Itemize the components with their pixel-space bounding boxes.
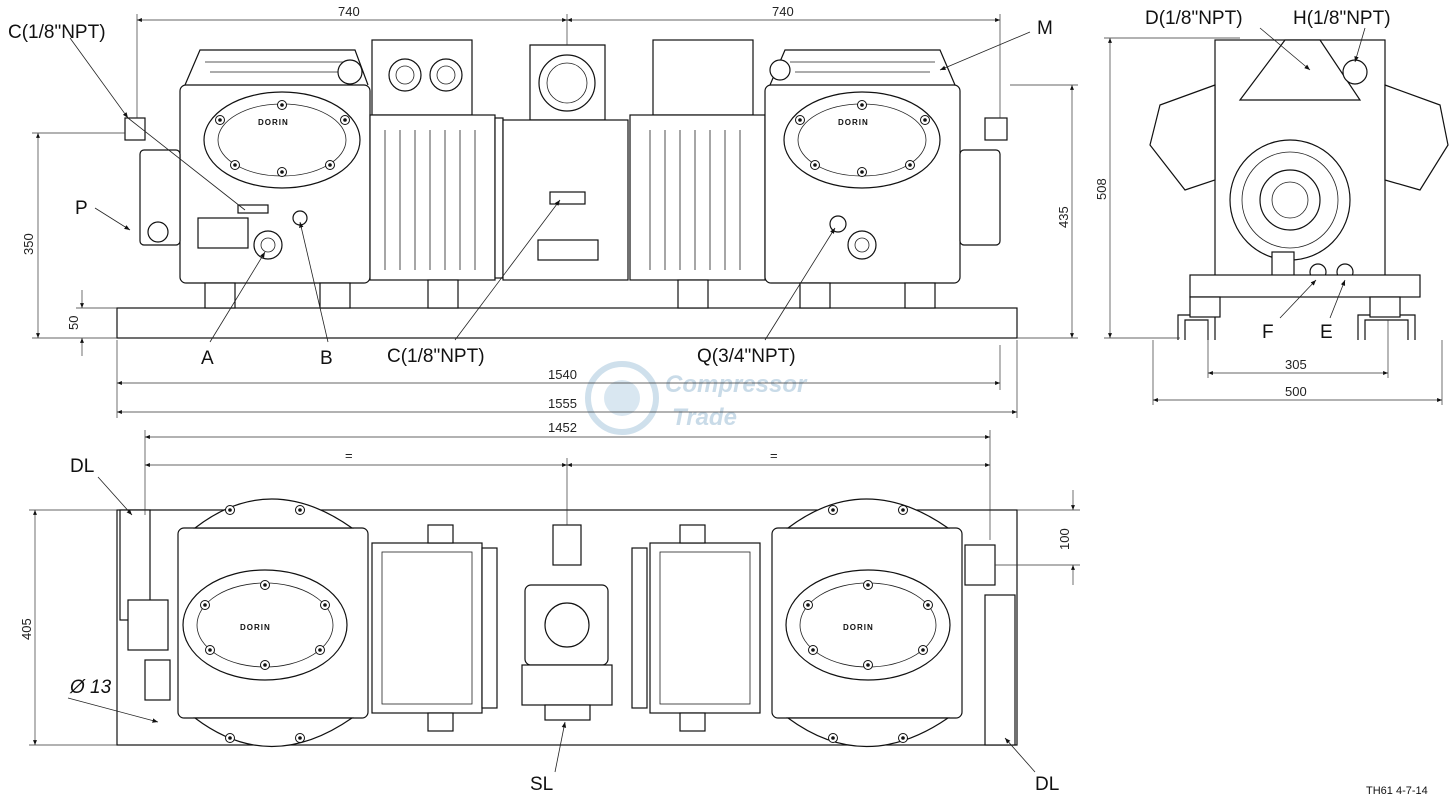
side-view: D(1/8"NPT) H(1/8"NPT) F E 508 305 500 — [1094, 8, 1449, 405]
label-e: E — [1320, 322, 1333, 343]
dim-1555: 1555 — [548, 396, 577, 411]
dim-740-left: 740 — [338, 4, 360, 19]
watermark: Compressor Trade — [585, 361, 808, 435]
dim-405: 405 — [19, 618, 34, 640]
label-d: D(1/8"NPT) — [1145, 8, 1243, 29]
top-logo-left: DORIN — [240, 623, 271, 632]
dim-1540: 1540 — [548, 367, 577, 382]
head-logo-right: DORIN — [838, 118, 869, 127]
center-coupling-front — [502, 44, 629, 281]
label-sl: SL — [530, 774, 553, 795]
right-motor-front — [629, 39, 766, 309]
front-view-labels: C(1/8"NPT) P A B C(1/8"NPT) Q(3/4"NPT) M — [8, 18, 1053, 369]
top-view: DORIN — [19, 420, 1428, 797]
label-q: Q(3/4"NPT) — [697, 346, 796, 367]
watermark-line2: Trade — [672, 404, 737, 431]
label-h: H(1/8"NPT) — [1293, 8, 1391, 29]
label-dl-top: DL — [70, 456, 94, 477]
label-b: B — [320, 348, 333, 369]
right-motor-top — [631, 524, 761, 732]
label-p: P — [75, 198, 88, 219]
top-logo-right: DORIN — [843, 623, 874, 632]
side-view-dimensions: 508 305 500 — [1094, 37, 1443, 405]
dim-740-right: 740 — [772, 4, 794, 19]
right-compressor-top: DORIN — [771, 498, 1016, 748]
label-c-center: C(1/8"NPT) — [387, 346, 485, 367]
dim-eq-right: = — [770, 448, 778, 463]
front-view: DORIN — [8, 4, 1078, 418]
left-motor-front — [369, 39, 504, 309]
dim-350: 350 — [21, 233, 36, 255]
dim-1452: 1452 — [548, 420, 577, 435]
dim-500: 500 — [1285, 384, 1307, 399]
side-view-labels: D(1/8"NPT) H(1/8"NPT) F E — [1145, 8, 1391, 343]
label-a: A — [201, 348, 214, 369]
label-dl-bottom: DL — [1035, 774, 1059, 795]
label-m: M — [1037, 18, 1053, 39]
left-compressor-front: DORIN — [124, 49, 371, 309]
base-rail — [116, 307, 1018, 339]
dim-508: 508 — [1094, 178, 1109, 200]
label-dia13: Ø 13 — [69, 677, 112, 698]
drawing-reference: TH61 4-7-14 — [1366, 785, 1428, 797]
front-view-dimensions: 740 740 350 50 435 1540 1555 — [21, 4, 1078, 418]
left-motor-top — [371, 524, 498, 732]
dim-50: 50 — [66, 316, 81, 330]
dim-435: 435 — [1056, 206, 1071, 228]
center-suction-top — [521, 524, 613, 721]
dim-305: 305 — [1285, 357, 1307, 372]
watermark-line1: Compressor — [665, 371, 808, 398]
top-view-dimensions: 1452 = = 405 100 — [19, 420, 1080, 746]
head-logo-left: DORIN — [258, 118, 289, 127]
label-f: F — [1262, 322, 1274, 343]
right-compressor-front: DORIN — [764, 49, 1008, 309]
left-compressor-top: DORIN — [119, 498, 369, 748]
label-c-left: C(1/8"NPT) — [8, 22, 106, 43]
dim-100: 100 — [1057, 528, 1072, 550]
dim-eq-left: = — [345, 448, 353, 463]
top-view-labels: DL DL SL Ø 13 TH61 4-7-14 — [67, 456, 1428, 797]
